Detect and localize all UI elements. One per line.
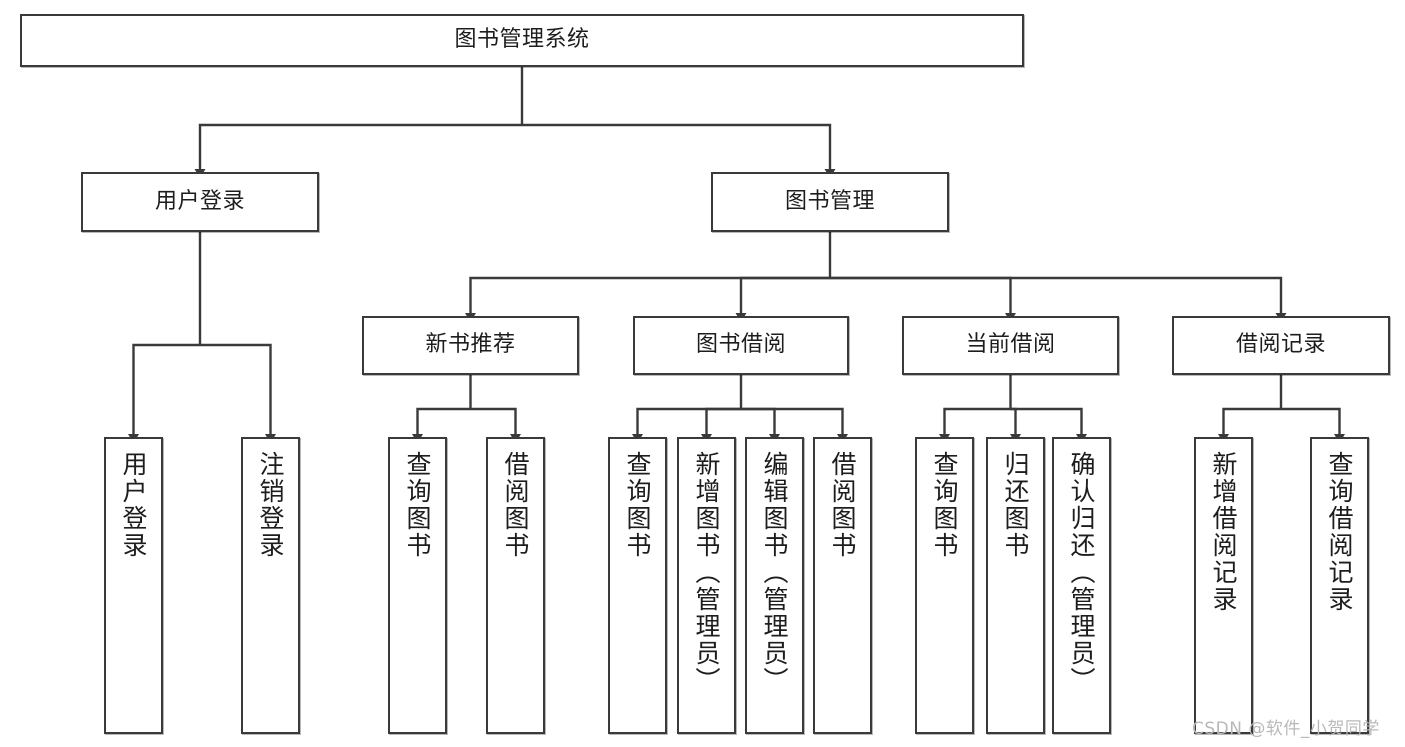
edge-connector (465, 276, 830, 322)
edge-connector (412, 407, 471, 443)
node-leaf-borrow-book-2[interactable]: 借阅图书 (813, 437, 872, 734)
edge-connector (194, 123, 522, 178)
node-label: 查询图书 (403, 451, 432, 559)
csdn-watermark: CSDN @软件_小贺同学 (1192, 719, 1380, 739)
node-label: 注销登录 (256, 451, 285, 559)
node-leaf-confirm-return[interactable]: 确认归还（管理员） (1052, 437, 1111, 734)
node-label: 图书管理系统 (454, 27, 590, 53)
node-leaf-query-book-3[interactable]: 查询图书 (915, 437, 974, 734)
node-new-book-rec[interactable]: 新书推荐 (362, 316, 579, 375)
edge-connector (128, 343, 200, 443)
node-leaf-add-record[interactable]: 新增借阅记录 (1194, 437, 1253, 734)
node-label: 查询图书 (930, 451, 959, 559)
edge-connector (200, 343, 276, 443)
node-leaf-user-login[interactable]: 用户登录 (104, 437, 163, 734)
node-leaf-query-book-2[interactable]: 查询图书 (608, 437, 667, 734)
node-label: 用户登录 (119, 451, 148, 559)
edge-connector (470, 407, 521, 443)
node-label: 当前借阅 (965, 332, 1056, 358)
node-current-borrow[interactable]: 当前借阅 (902, 316, 1119, 375)
edge-connector (830, 276, 1287, 322)
node-leaf-query-record[interactable]: 查询借阅记录 (1310, 437, 1369, 734)
node-label: 借阅图书 (501, 451, 530, 559)
edge-connector (1010, 407, 1087, 443)
node-label: 图书借阅 (695, 332, 786, 358)
edge-connector (1281, 407, 1345, 443)
node-label: 归还图书 (1001, 451, 1030, 559)
edge-connector (741, 407, 780, 443)
node-label: 用户登录 (154, 188, 245, 214)
edge-connector (632, 407, 741, 443)
node-root[interactable]: 图书管理系统 (20, 14, 1024, 67)
edge-connector (1010, 407, 1021, 443)
node-leaf-logout[interactable]: 注销登录 (241, 437, 300, 734)
node-label: 新增借阅记录 (1209, 451, 1238, 613)
edge-connector (939, 407, 1011, 443)
node-label: 编辑图书（管理员） (760, 451, 789, 694)
node-label: 查询图书 (623, 451, 652, 559)
node-leaf-query-book-1[interactable]: 查询图书 (388, 437, 447, 734)
node-label: 图书管理 (784, 188, 875, 214)
node-label: 新书推荐 (425, 332, 516, 358)
edge-connector (735, 276, 830, 322)
node-borrow-record[interactable]: 借阅记录 (1172, 316, 1390, 375)
node-book-borrow[interactable]: 图书借阅 (633, 316, 849, 375)
edge-connector (741, 407, 848, 443)
node-label: 借阅图书 (828, 451, 857, 559)
node-leaf-return-book[interactable]: 归还图书 (986, 437, 1045, 734)
node-book-manage[interactable]: 图书管理 (711, 172, 949, 232)
node-label: 新增图书（管理员） (692, 451, 721, 694)
node-user-login[interactable]: 用户登录 (81, 172, 319, 232)
edge-connector (522, 123, 836, 178)
node-leaf-borrow-book-1[interactable]: 借阅图书 (486, 437, 545, 734)
node-label: 确认归还（管理员） (1067, 451, 1096, 694)
node-label: 查询借阅记录 (1325, 451, 1354, 613)
node-leaf-add-book[interactable]: 新增图书（管理员） (677, 437, 736, 734)
edge-connector (1218, 407, 1281, 443)
node-label: 借阅记录 (1235, 332, 1326, 358)
edge-connector (701, 407, 741, 443)
node-leaf-edit-book[interactable]: 编辑图书（管理员） (745, 437, 804, 734)
edge-connector (830, 276, 1016, 322)
